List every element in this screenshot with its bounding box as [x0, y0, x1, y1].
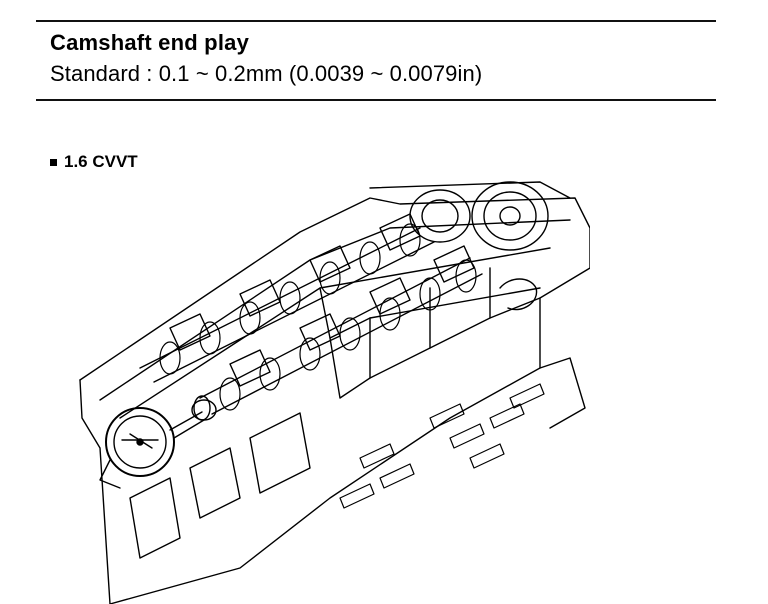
header-rule-bottom [36, 99, 716, 101]
camshaft-dial-indicator-illustration [79, 181, 590, 604]
camshaft-exhaust [139, 223, 435, 383]
cvvt-sprocket [369, 181, 571, 251]
spec-title: Camshaft end play [50, 30, 250, 55]
spec-standard-value: Standard : 0.1 ~ 0.2mm (0.0039 ~ 0.0079i… [50, 61, 483, 86]
head-bolts [339, 383, 545, 509]
section-heading: 1.6 CVVT [50, 152, 138, 172]
section-label: 1.6 CVVT [64, 152, 138, 171]
square-bullet-icon [50, 158, 57, 166]
dial-indicator [99, 399, 217, 489]
camshaft-intake [193, 257, 483, 421]
header-rule-top [36, 20, 716, 22]
cylinder-head-outline [79, 197, 590, 604]
